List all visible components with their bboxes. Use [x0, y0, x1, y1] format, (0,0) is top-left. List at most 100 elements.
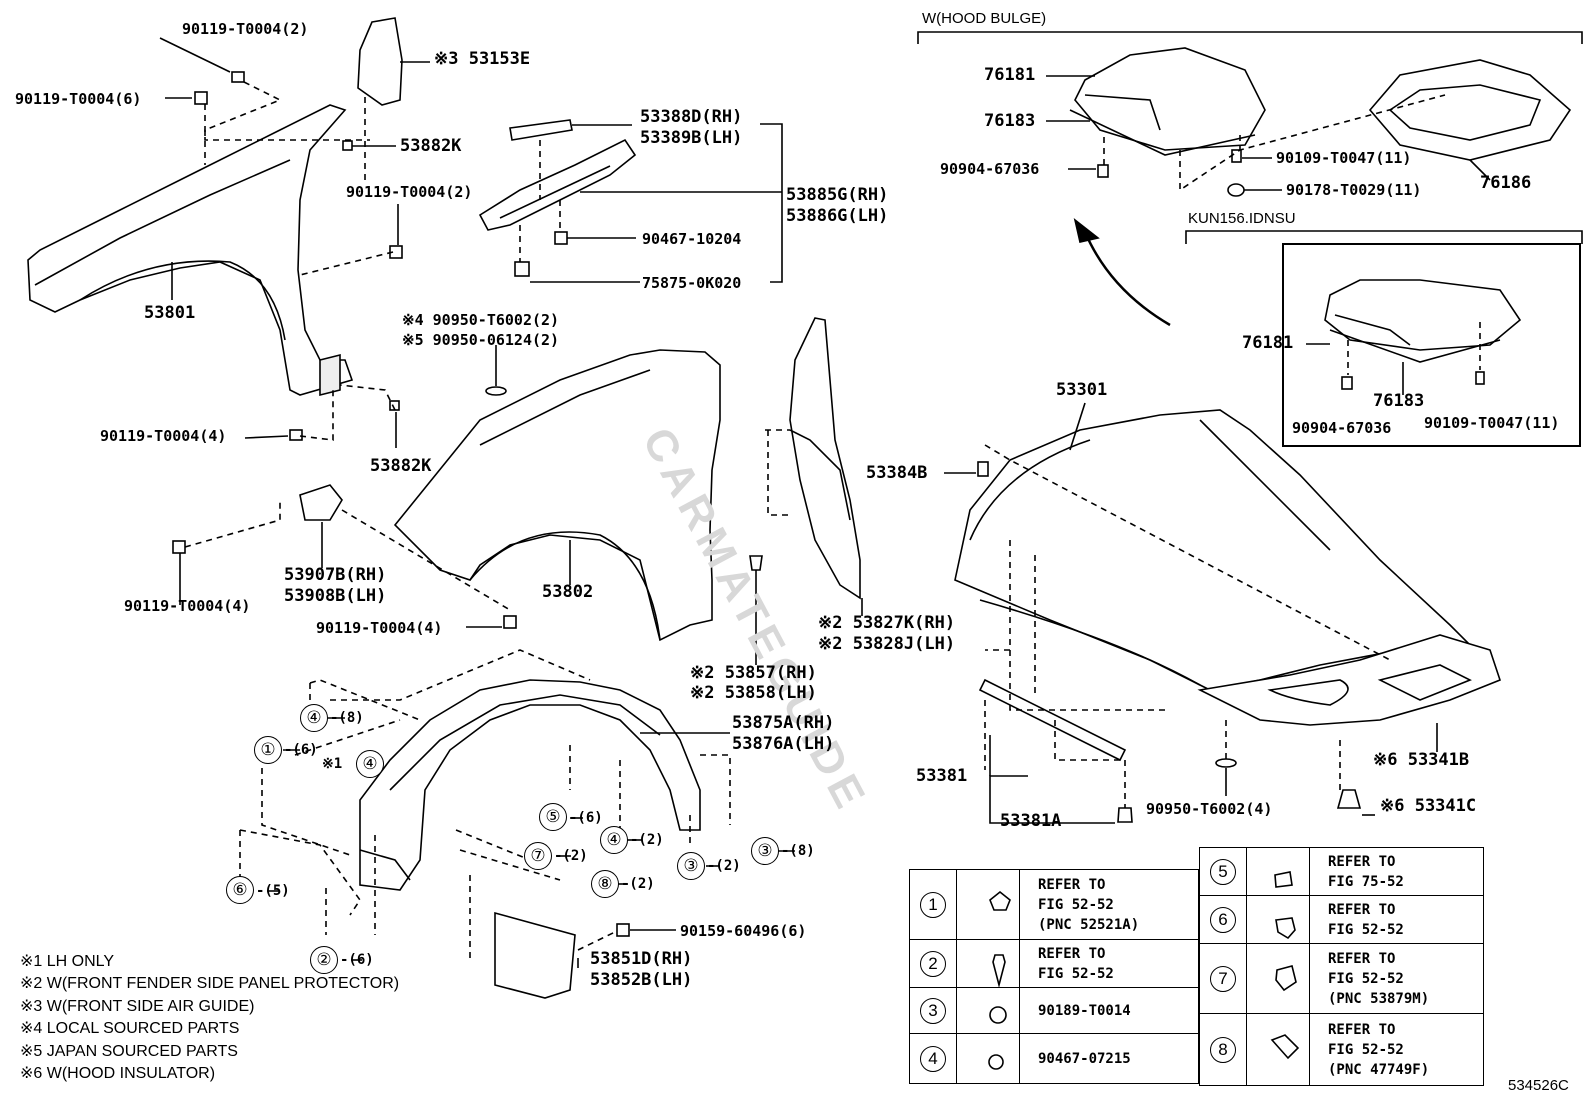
leader-lines-liner	[239, 649, 731, 960]
label-53389b: 53389B(LH)	[640, 128, 743, 148]
bracket-53907b	[299, 484, 343, 521]
legend-text: REFER TO FIG 52-52 (PNC 52521A)	[1019, 869, 1199, 940]
legend-icon-clip-c	[1246, 847, 1310, 896]
callout-4-b: ④	[356, 750, 384, 778]
footnote: ※6 W(HOOD INSULATOR)	[20, 1065, 216, 1082]
label-90950-b: ※5 90950-06124(2)	[402, 331, 560, 349]
nut-90178	[1227, 183, 1245, 197]
label-90159: 90159-60496(6)	[680, 922, 807, 940]
label-90109-a: 90109-T0047(11)	[1276, 149, 1412, 167]
air-guide-53153e	[357, 17, 403, 106]
legend-text: REFER TO FIG 52-52	[1019, 939, 1199, 988]
callout-4-a: ④	[300, 704, 328, 732]
screw-90109-b	[1475, 371, 1485, 385]
legend-text: 90467-07215	[1019, 1033, 1199, 1084]
callout-leaders	[267, 717, 795, 961]
leader-lines-center	[184, 500, 511, 611]
label-53885g: 53885G(RH)	[786, 185, 889, 205]
legend-text: REFER TO FIG 52-52	[1309, 895, 1484, 944]
variant-bracket	[1185, 230, 1583, 244]
hood-bulge-header: W(HOOD BULGE)	[922, 10, 1047, 27]
screw-90159	[616, 923, 630, 937]
bolt-90119-b	[194, 91, 208, 105]
air-duct-53885g	[478, 119, 637, 231]
bolt-90119-bc	[503, 615, 517, 629]
seal-90950	[485, 386, 507, 396]
label-75875: 75875-0K020	[642, 274, 742, 292]
footnote: ※3 W(FRONT SIDE AIR GUIDE)	[20, 998, 255, 1015]
callout-4-c: ④	[600, 826, 628, 854]
callout-3-b: ③	[751, 837, 779, 865]
label-53341c: ※6 53341C	[1380, 796, 1477, 816]
label-90119-bc: 90119-T0004(4)	[316, 619, 443, 637]
solid-leaders-center	[179, 522, 571, 628]
clip-53341c	[1336, 789, 1362, 809]
label-76186: 76186	[1480, 173, 1532, 193]
front-fender-53801	[27, 104, 354, 397]
label-53388d: 53388D(RH)	[640, 107, 743, 127]
figure-id: 534526C	[1508, 1077, 1569, 1094]
label-90950-c: 90950-T6002(4)	[1146, 800, 1273, 818]
clip-90467	[554, 231, 568, 245]
legend-icon-clip-f	[1246, 1013, 1310, 1086]
label-53886g: 53886G(LH)	[786, 206, 889, 226]
callout-qty: -(6)	[340, 952, 374, 968]
legend-table-left: 1 REFER TO FIG 52-52 (PNC 52521A) 2 REFE…	[909, 869, 1199, 1084]
leader-lines-duct	[519, 140, 561, 262]
callout-7: ⑦	[524, 842, 552, 870]
legend-icon-clip-d	[1246, 895, 1310, 944]
label-90904-b: 90904-67036	[1292, 419, 1392, 437]
variant-box	[1282, 243, 1581, 447]
callout-8: ⑧	[591, 870, 619, 898]
label-53802: 53802	[542, 582, 594, 602]
legend-num: 8	[1210, 1036, 1236, 1063]
label-90119-bl: 90119-T0004(4)	[124, 597, 251, 615]
clip-75875	[514, 261, 530, 277]
callout-3-a: ③	[677, 852, 705, 880]
footnote: ※2 W(FRONT FENDER SIDE PANEL PROTECTOR)	[20, 975, 400, 992]
legend-icon-screw	[956, 939, 1020, 988]
callout-6: ⑥	[226, 876, 254, 904]
hood-bulge-panel-76186	[1368, 59, 1572, 161]
solid-leaders-upper-left	[159, 37, 430, 448]
legend-num: 1	[920, 891, 946, 918]
callout-qty: -(5)	[256, 883, 290, 899]
label-53876a: 53876A(LH)	[732, 734, 835, 754]
bolt-90119-left	[289, 429, 303, 441]
legend-text: REFER TO FIG 75-52	[1309, 847, 1484, 896]
label-53875a: 53875A(RH)	[732, 713, 835, 733]
label-53882k-a: 53882K	[400, 136, 462, 156]
bolt-90119-bl	[172, 540, 186, 554]
label-53857: ※2 53857(RH)	[690, 663, 817, 683]
callout-qty: -(6)	[284, 742, 318, 758]
label-53882k-b: 53882K	[370, 456, 432, 476]
callout-qty: -(2)	[707, 858, 741, 874]
clip-53857	[749, 555, 763, 571]
label-53851d: 53851D(RH)	[590, 949, 693, 969]
label-90950-a: ※4 90950-T6002(2)	[402, 311, 560, 329]
screw-90904-a	[1097, 164, 1109, 178]
label-90119-mid: 90119-T0004(2)	[346, 183, 473, 201]
bolt-90119-a	[231, 71, 245, 83]
callout-qty: -(8)	[781, 843, 815, 859]
hood-insulator-53341b	[1197, 634, 1501, 726]
side-panel-protector-53827k	[789, 317, 861, 600]
leader-lines-protector	[765, 429, 790, 516]
legend-text: REFER TO FIG 52-52 (PNC 53879M)	[1309, 943, 1484, 1014]
legend-num: 3	[920, 997, 946, 1024]
screw-90904-b	[1341, 376, 1353, 390]
label-53801: 53801	[144, 303, 196, 323]
callout-5: ⑤	[539, 803, 567, 831]
screw-90109-a	[1231, 149, 1242, 163]
legend-icon-clip-e	[1246, 943, 1310, 1014]
solid-leaders-hood	[944, 472, 1438, 824]
label-53908b: 53908B(LH)	[284, 586, 387, 606]
front-fender-53802	[393, 349, 721, 642]
callout-note-ref: ※1	[322, 756, 343, 772]
callout-2: ②	[310, 946, 338, 974]
seal-strip-53381	[978, 678, 1127, 762]
label-53858: ※2 53858(LH)	[690, 683, 817, 703]
leader-lines-hood	[984, 444, 1391, 808]
label-90119-top-a: 90119-T0004(2)	[182, 20, 309, 38]
